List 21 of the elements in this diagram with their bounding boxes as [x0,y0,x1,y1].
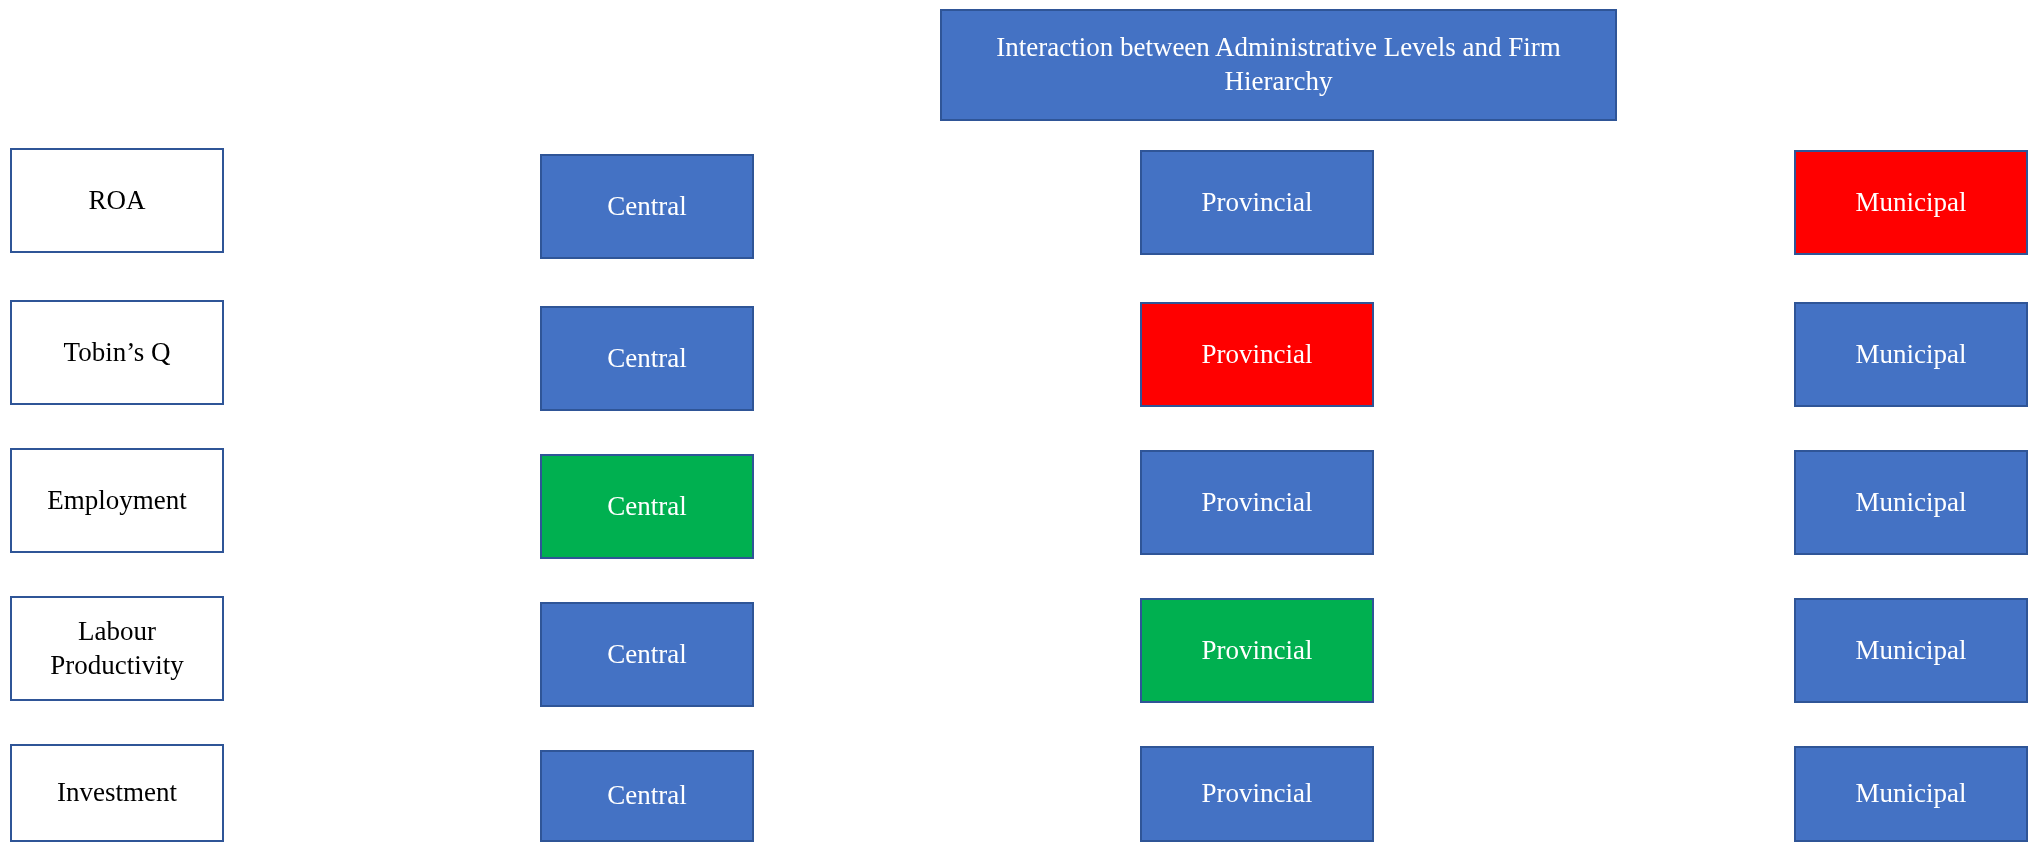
level-box: Provincial [1140,302,1374,407]
level-box: Central [540,750,754,842]
level-box: Municipal [1794,746,2028,842]
measure-box: ROA [10,148,224,253]
level-box: Central [540,154,754,259]
measure-box: Labour Productivity [10,596,224,701]
level-box: Provincial [1140,450,1374,555]
measure-box: Tobin’s Q [10,300,224,405]
level-box: Municipal [1794,450,2028,555]
level-box: Central [540,454,754,559]
level-box: Central [540,602,754,707]
level-box: Municipal [1794,598,2028,703]
level-box: Municipal [1794,302,2028,407]
title-box: Interaction between Administrative Levels and Firm Hierarchy [940,9,1617,121]
measure-box: Investment [10,744,224,842]
level-box: Provincial [1140,746,1374,842]
level-box: Provincial [1140,598,1374,703]
level-box: Provincial [1140,150,1374,255]
level-box: Municipal [1794,150,2028,255]
level-box: Central [540,306,754,411]
measure-box: Employment [10,448,224,553]
